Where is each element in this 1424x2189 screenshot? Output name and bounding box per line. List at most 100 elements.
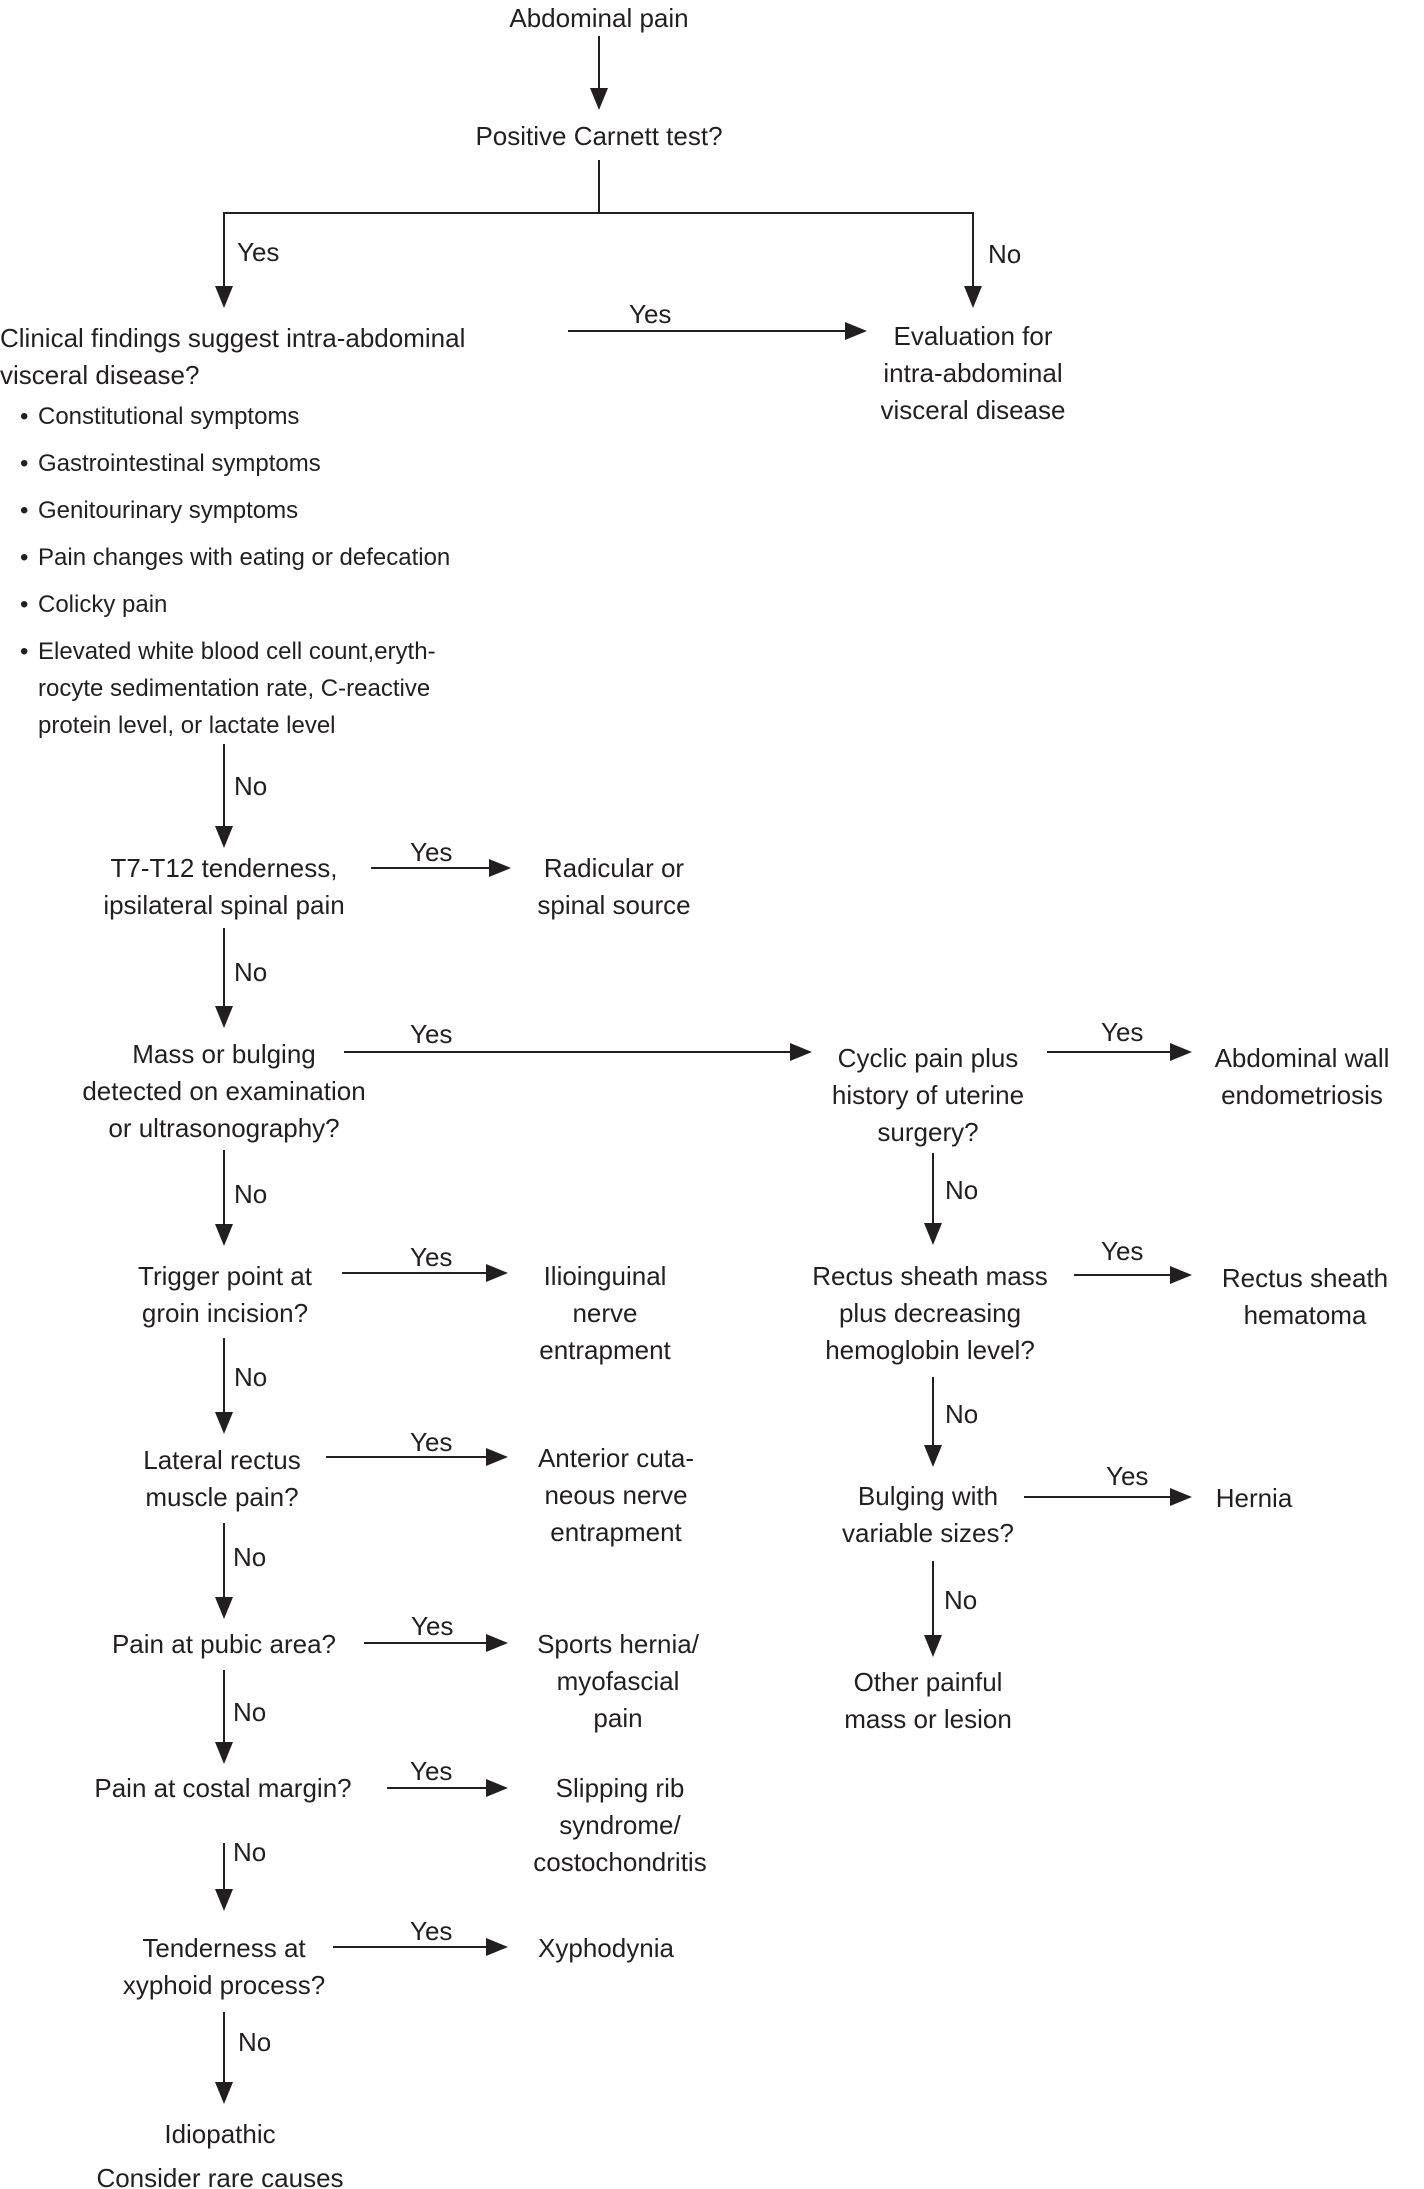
connector-line: [364, 1642, 486, 1644]
node-rectus-sheath-hematoma: Rectus sheath hematoma: [1221, 1263, 1389, 1330]
arrowhead-down-icon: [590, 88, 608, 110]
node-xyphodynia: Xyphodynia: [538, 1933, 674, 1963]
node-t7-t12-tenderness: T7-T12 tenderness, ipsilateral spinal pa…: [103, 853, 345, 920]
arrowhead-right-icon: [1170, 1043, 1192, 1061]
edge-label-yes: Yes: [1106, 1461, 1149, 1491]
connector-line: [932, 1561, 934, 1637]
connector-line: [223, 1338, 225, 1414]
node-slipping-rib-costochondritis: Slipping rib syndrome/ costochondritis: [533, 1773, 707, 1877]
node-trigger-point-groin-incision: Trigger point at groin incision?: [138, 1261, 312, 1328]
connector-line: [1047, 1051, 1170, 1053]
node-abdominal-wall-endometriosis: Abdominal wall endometriosis: [1214, 1043, 1390, 1110]
arrowhead-right-icon: [845, 322, 867, 340]
edge-label-no: No: [945, 1175, 979, 1205]
node-other-painful-mass: Other painful mass or lesion: [844, 1667, 1012, 1734]
edge-label-yes: Yes: [237, 237, 280, 267]
connector-line: [223, 2012, 225, 2084]
connector-line: [333, 1946, 486, 1948]
connector-line: [371, 867, 489, 869]
arrowhead-down-icon: [215, 826, 233, 848]
connector-line: [223, 1150, 225, 1226]
connector-line: [568, 330, 845, 332]
edge-label-yes: Yes: [410, 1756, 453, 1786]
edge-label-no: No: [233, 1837, 267, 1867]
node-cyclic-pain-uterine-surgery: Cyclic pain plus history of uterine surg…: [831, 1043, 1025, 1147]
edge-label-no: No: [944, 1585, 978, 1615]
connector-line: [1074, 1274, 1170, 1276]
edge-label-yes: Yes: [410, 837, 453, 867]
arrowhead-down-icon: [215, 1889, 233, 1911]
list-item: Elevated white blood cell count,eryth- r…: [20, 633, 640, 744]
arrowhead-right-icon: [1170, 1266, 1192, 1284]
clinical-findings-bullet-list: Constitutional symptoms Gastrointestinal…: [20, 398, 640, 754]
connector-line: [932, 1153, 934, 1225]
connector-line: [223, 1523, 225, 1599]
arrowhead-right-icon: [486, 1264, 508, 1282]
node-pain-at-costal-margin: Pain at costal margin?: [94, 1773, 352, 1803]
connector-line: [972, 212, 974, 288]
node-sports-hernia-myofascial-pain: Sports hernia/ myofascial pain: [537, 1629, 699, 1733]
arrowhead-down-icon: [215, 1412, 233, 1434]
edge-label-yes: Yes: [410, 1019, 453, 1049]
arrowhead-down-icon: [215, 1597, 233, 1619]
arrowhead-right-icon: [489, 859, 511, 877]
arrowhead-down-icon: [215, 1224, 233, 1246]
connector-line: [387, 1787, 486, 1789]
arrowhead-down-icon: [215, 2082, 233, 2104]
node-pain-at-pubic-area: Pain at pubic area?: [111, 1629, 337, 1659]
connector-line: [598, 36, 600, 90]
list-item: Gastrointestinal symptoms: [20, 445, 640, 482]
node-evaluation-visceral-disease: Evaluation for intra-abdominal visceral …: [880, 321, 1066, 425]
arrowhead-down-icon: [964, 286, 982, 308]
arrowhead-right-icon: [790, 1043, 812, 1061]
arrowhead-down-icon: [215, 286, 233, 308]
edge-label-yes: Yes: [1101, 1236, 1144, 1266]
edge-label-no: No: [945, 1399, 979, 1429]
connector-line: [223, 1670, 225, 1744]
connector-line: [223, 1843, 225, 1891]
arrowhead-down-icon: [215, 1006, 233, 1028]
edge-label-no: No: [234, 1362, 268, 1392]
edge-label-yes: Yes: [410, 1242, 453, 1272]
edge-label-yes: Yes: [629, 299, 672, 329]
node-ilioinguinal-nerve-entrapment: Ilioinguinal nerve entrapment: [539, 1261, 671, 1365]
edge-label-no: No: [234, 1179, 268, 1209]
node-hernia: Hernia: [1215, 1483, 1293, 1513]
edge-label-yes: Yes: [410, 1916, 453, 1946]
edge-label-no: No: [233, 1697, 267, 1727]
arrowhead-down-icon: [924, 1223, 942, 1245]
edge-label-no: No: [988, 239, 1022, 269]
edge-label-no: No: [233, 1542, 267, 1572]
list-item: Genitourinary symptoms: [20, 492, 640, 529]
list-item: Pain changes with eating or defecation: [20, 539, 640, 576]
connector-line: [223, 212, 225, 288]
node-rectus-sheath-mass: Rectus sheath mass plus decreasing hemog…: [812, 1261, 1048, 1365]
connector-line: [598, 160, 600, 213]
edge-label-no: No: [234, 957, 268, 987]
node-clinical-findings-question: Clinical findings suggest intra-abdomina…: [0, 323, 466, 390]
node-mass-or-bulging: Mass or bulging detected on examination …: [82, 1039, 366, 1143]
node-radicular-spinal-source: Radicular or spinal source: [537, 853, 691, 920]
arrowhead-right-icon: [486, 1448, 508, 1466]
edge-label-no: No: [234, 771, 268, 801]
arrowhead-down-icon: [924, 1445, 942, 1467]
arrowhead-down-icon: [215, 1742, 233, 1764]
arrowhead-right-icon: [1170, 1488, 1192, 1506]
node-bulging-variable-sizes: Bulging with variable sizes?: [842, 1481, 1014, 1548]
node-idiopathic-rare-causes: Idiopathic Consider rare causes: [96, 2119, 344, 2189]
connector-line: [223, 744, 225, 828]
edge-label-yes: Yes: [410, 1427, 453, 1457]
node-positive-carnett-test: Positive Carnett test?: [475, 121, 723, 151]
node-tenderness-xyphoid-process: Tenderness at xyphoid process?: [122, 1933, 326, 2000]
list-item: Colicky pain: [20, 586, 640, 623]
edge-label-no: No: [238, 2027, 272, 2057]
arrowhead-down-icon: [924, 1635, 942, 1657]
connector-line: [223, 928, 225, 1008]
arrowhead-right-icon: [486, 1779, 508, 1797]
edge-label-yes: Yes: [411, 1611, 454, 1641]
connector-line: [223, 212, 974, 214]
node-abdominal-pain: Abdominal pain: [509, 3, 689, 33]
connector-line: [932, 1377, 934, 1447]
arrowhead-right-icon: [486, 1938, 508, 1956]
